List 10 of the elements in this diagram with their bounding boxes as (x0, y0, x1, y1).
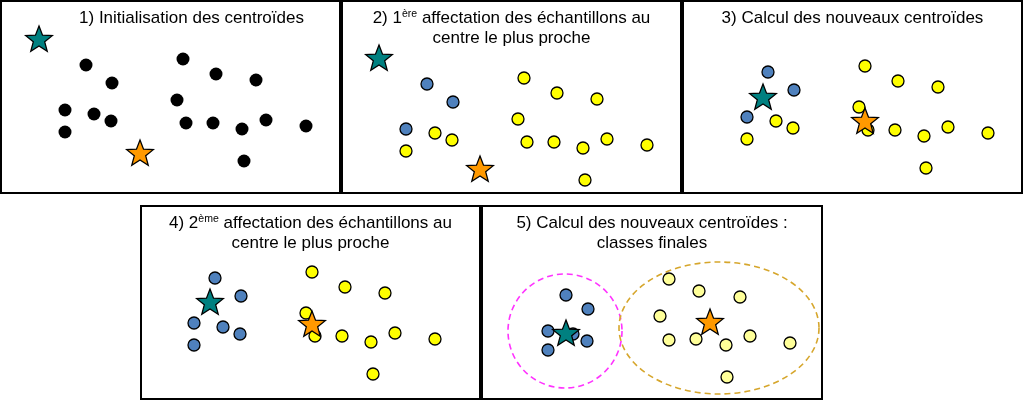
step-title: 3) Calcul des nouveaux centroïdes (721, 8, 984, 27)
step-title: 4) 2$^{ème}$ affectation des échantillons au centre le plus proche (169, 213, 452, 252)
step-title: 2) 1$^{ère}$ affectation des échantillons au centre le plus proche (372, 8, 651, 47)
step-panel (341, 0, 682, 194)
step-panel (481, 205, 823, 400)
step-title: 5) Calcul des nouveaux centroïdes : classes finales (516, 213, 788, 252)
step-title: 1) Initialisation des centroïdes (79, 8, 304, 27)
step-panel (140, 205, 481, 400)
step-panel (0, 0, 341, 194)
step-panel (682, 0, 1023, 194)
